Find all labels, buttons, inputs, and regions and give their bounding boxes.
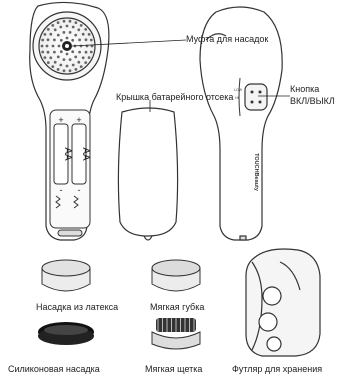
brush-head-dot: [53, 39, 56, 42]
brush-head-dot: [57, 56, 60, 59]
battery-plus-right: +: [76, 115, 81, 125]
battery-compartment: [50, 110, 90, 236]
coupling-center-hole: [65, 44, 69, 48]
brush-head-dot: [69, 69, 72, 72]
brush-head-dot: [57, 34, 60, 37]
brush-head-dot: [74, 56, 77, 59]
storage-case: [246, 249, 320, 356]
speed-hi-mark: HI: [235, 96, 239, 100]
power-button-label-line1: Кнопка: [290, 84, 319, 95]
brush-head-dot: [51, 24, 54, 27]
brush-head-dot: [88, 33, 91, 36]
brush-head-dot: [82, 56, 85, 59]
brush-head-dot: [63, 69, 66, 72]
brush-head-dot: [75, 21, 78, 24]
brush-head-dot: [47, 28, 50, 31]
brush-head-dot: [74, 34, 77, 37]
nozzle-coupling-label: Муфта для насадок: [186, 34, 268, 45]
soft-brush-label: Мягкая щетка: [145, 364, 202, 375]
brush-head-dot: [57, 68, 60, 71]
power-button-dot: [259, 101, 262, 104]
power-button-dot: [259, 91, 262, 94]
brush-head-dot: [51, 65, 54, 68]
soft-sponge-label: Мягкая губка: [150, 302, 204, 313]
latex-nozzle: [42, 260, 90, 291]
brush-head-dot: [63, 58, 66, 61]
brush-head-dot: [59, 64, 62, 67]
brand-mark: TOUCHBeauty: [253, 153, 259, 192]
brush-head-dot: [41, 51, 44, 54]
brush-head-dot: [59, 26, 62, 29]
brush-head-dot: [44, 56, 47, 59]
battery-cell-right: AA: [80, 147, 91, 161]
brush-head-dot: [44, 33, 47, 36]
brush-head-dot: [49, 56, 52, 59]
brush-head-dot: [88, 56, 91, 59]
brush-head-dot: [58, 45, 61, 48]
brush-head-dot: [41, 45, 44, 48]
brush-head-dot: [46, 45, 49, 48]
brush-head-dot: [63, 31, 66, 34]
soft-sponge: [152, 260, 200, 291]
brush-head-dot: [53, 51, 56, 54]
brush-head-dot: [72, 26, 75, 29]
brush-head-dot: [80, 24, 83, 27]
brush-head-dot: [84, 61, 87, 64]
brush-head-dot: [60, 39, 63, 42]
storage-case-label: Футляр для хранения: [232, 364, 322, 375]
brush-head-dot: [85, 51, 88, 54]
brush-head-dot: [77, 28, 80, 31]
brush-head-dot: [47, 61, 50, 64]
brush-head-dot: [72, 64, 75, 67]
power-button-label-line2: ВКЛ/ВЫКЛ: [290, 96, 335, 107]
brush-head-dot: [63, 20, 66, 23]
brush-head-dot: [85, 38, 88, 41]
brush-head-dot: [49, 33, 52, 36]
brush-head-dot: [41, 39, 44, 42]
brush-head-dot: [69, 58, 72, 61]
brush-head-dot: [90, 39, 93, 42]
brush-head-dot: [78, 51, 81, 54]
brush-head-dot: [77, 61, 80, 64]
brush-head-dot: [75, 68, 78, 71]
brush-head-dot: [71, 50, 74, 53]
brush-head-dot: [80, 45, 83, 48]
battery-minus-left: -: [60, 185, 63, 195]
brush-head-dot: [66, 53, 69, 56]
battery-plus-left: +: [58, 115, 63, 125]
brush-head-dot: [54, 61, 57, 64]
silicone-nozzle-label: Силиконовая насадка: [8, 364, 100, 375]
battery-cover-label: Крышка батарейного отсека: [116, 92, 233, 103]
power-button-dot: [251, 91, 254, 94]
brush-head-dot: [80, 65, 83, 68]
battery-cell-left: AA: [62, 147, 73, 161]
brush-head-dot: [66, 25, 69, 28]
brush-head-dot: [47, 38, 50, 41]
brush-head-dot: [54, 28, 57, 31]
battery-minus-right: -: [78, 185, 81, 195]
brush-head-dot: [78, 39, 81, 42]
brush-head-dot: [66, 37, 69, 40]
brush-head-dot: [69, 20, 72, 23]
brush-head-dot: [57, 21, 60, 24]
brush-head-dot: [47, 51, 50, 54]
battery-cover: [118, 108, 177, 240]
brush-head-dot: [60, 50, 63, 53]
power-button-dot: [251, 101, 254, 104]
brush-head-dot: [69, 31, 72, 34]
latex-nozzle-label: Насадка из латекса: [36, 302, 118, 313]
brush-head-dot: [84, 28, 87, 31]
speed-low-mark: LOW: [234, 88, 243, 92]
brush-head-dot: [71, 39, 74, 42]
brush-head-dot: [82, 33, 85, 36]
brush-head-dot: [90, 51, 93, 54]
brush-head-dot: [52, 45, 55, 48]
silicone-nozzle: [38, 322, 94, 345]
brush-head-dot: [66, 65, 69, 68]
